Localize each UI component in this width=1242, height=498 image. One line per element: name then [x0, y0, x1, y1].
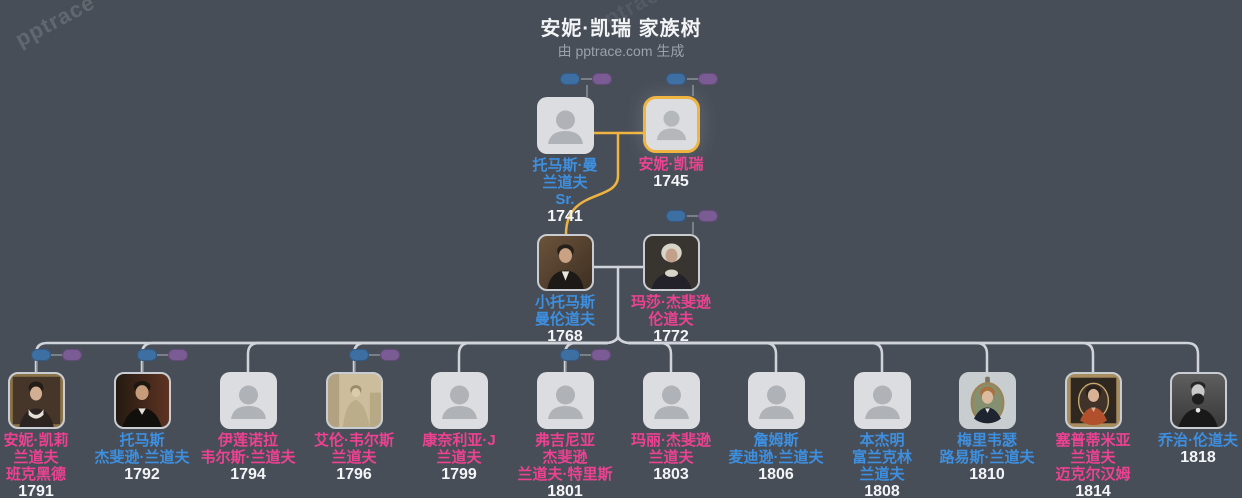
avatar-placeholder-highlighted[interactable]: [642, 96, 700, 153]
person-name: 玛莎·杰斐逊伦道夫: [631, 294, 711, 328]
person-node-george-randolph[interactable]: 乔治·伦道夫 1818: [1128, 372, 1242, 466]
person-node-virginia-jefferson-randolph-trist[interactable]: 弗吉尼亚杰斐逊兰道夫·特里斯 1801: [495, 372, 635, 498]
portrait-woman-1814: [1066, 374, 1120, 427]
portrait-photo[interactable]: [642, 234, 700, 291]
person-node-thomas-jefferson-randolph[interactable]: 托马斯杰斐逊·兰道夫 1792: [72, 372, 212, 483]
birth-year: 1772: [653, 328, 689, 345]
person-node-martha-jefferson-randolph[interactable]: 玛莎·杰斐逊伦道夫 1772: [601, 234, 741, 345]
pill-connectors: [36, 78, 698, 372]
portrait-man-1810-miniature: [960, 374, 1014, 427]
collapsed-father-pill[interactable]: [137, 349, 157, 361]
portrait-photo[interactable]: [113, 372, 171, 429]
collapsed-father-pill[interactable]: [31, 349, 51, 361]
avatar-placeholder[interactable]: [430, 372, 488, 429]
person-node-septimia-randolph-meikleham[interactable]: 塞普蒂米亚兰道夫迈克尔汉姆 1814: [1023, 372, 1163, 498]
birth-year: 1796: [336, 466, 372, 483]
avatar-placeholder[interactable]: [536, 97, 594, 154]
birth-year: 1741: [547, 208, 583, 225]
person-silhouette-icon: [441, 385, 477, 419]
collapsed-father-pill[interactable]: [349, 349, 369, 361]
birth-year: 1808: [864, 483, 900, 498]
person-node-meriwether-lewis-randolph[interactable]: 梅里韦瑟路易斯·兰道夫 1810: [917, 372, 1057, 483]
person-silhouette-icon: [547, 385, 583, 419]
collapsed-mother-pill[interactable]: [698, 73, 718, 85]
collapsed-mother-pill[interactable]: [698, 210, 718, 222]
portrait-photo[interactable]: [7, 372, 65, 429]
person-silhouette-icon: [547, 110, 583, 144]
collapsed-mother-pill[interactable]: [380, 349, 400, 361]
person-node-thomas-mann-randolph-jr[interactable]: 小托马斯曼伦道夫 1768: [495, 234, 635, 345]
person-node-eleonora-wayles-randolph[interactable]: 伊莲诺拉韦尔斯·兰道夫 1794: [178, 372, 318, 483]
birth-year: 1818: [1180, 449, 1216, 466]
portrait-photo[interactable]: [325, 372, 383, 429]
person-node-anne-cary-randolph-bankhead[interactable]: 安妮·凯莉兰道夫班克黑德 1791: [0, 372, 106, 498]
avatar-placeholder[interactable]: [747, 372, 805, 429]
person-silhouette-icon: [864, 385, 900, 419]
collapsed-father-pill[interactable]: [666, 210, 686, 222]
collapsed-mother-pill[interactable]: [592, 73, 612, 85]
collapsed-mother-pill[interactable]: [591, 349, 611, 361]
person-name: 安妮·凯莉兰道夫班克黑德: [3, 432, 69, 483]
collapsed-mother-pill[interactable]: [168, 349, 188, 361]
person-name: 小托马斯曼伦道夫: [534, 294, 595, 328]
portrait-man-1768: [538, 236, 592, 289]
person-name: 托马斯杰斐逊·兰道夫: [94, 432, 190, 466]
birth-year: 1806: [758, 466, 794, 483]
person-silhouette-icon: [230, 385, 266, 419]
person-node-ellen-wayles-randolph[interactable]: 艾伦·韦尔斯兰道夫 1796: [284, 372, 424, 483]
marriage-line-gen2: [592, 265, 645, 341]
person-name: 梅里韦瑟路易斯·兰道夫: [939, 432, 1035, 466]
portrait-photo[interactable]: [1064, 372, 1122, 429]
person-name: 弗吉尼亚杰斐逊兰道夫·特里斯: [517, 432, 613, 483]
person-name: 本杰明富兰克林兰道夫: [851, 432, 912, 483]
portrait-photo[interactable]: [536, 234, 594, 291]
birth-year: 1810: [969, 466, 1005, 483]
collapsed-father-pill[interactable]: [560, 73, 580, 85]
portrait-woman-1796-sepia: [327, 374, 381, 427]
person-silhouette-icon: [656, 110, 686, 141]
person-node-benjamin-franklin-randolph[interactable]: 本杰明富兰克林兰道夫 1808: [812, 372, 952, 498]
birth-year: 1792: [124, 466, 160, 483]
person-name: 塞普蒂米亚兰道夫迈克尔汉姆: [1055, 432, 1131, 483]
collapsed-father-pill[interactable]: [560, 349, 580, 361]
portrait-photo[interactable]: [1169, 372, 1227, 429]
portrait-woman-1772: [644, 236, 698, 289]
birth-year: 1803: [653, 466, 689, 483]
portrait-man-1818-bw: [1171, 374, 1225, 427]
portrait-man-1792: [115, 374, 169, 427]
person-name: 艾伦·韦尔斯兰道夫: [314, 432, 394, 466]
person-name: 詹姆斯麦迪逊·兰道夫: [728, 432, 824, 466]
birth-year: 1768: [547, 328, 583, 345]
birth-year: 1745: [653, 173, 689, 190]
person-silhouette-icon: [758, 385, 794, 419]
person-node-james-madison-randolph[interactable]: 詹姆斯麦迪逊·兰道夫 1806: [706, 372, 846, 483]
collapsed-mother-pill[interactable]: [62, 349, 82, 361]
page-title: 安妮·凯瑞 家族树: [540, 18, 702, 40]
page-subtitle: 由 pptrace.com 生成: [557, 43, 685, 59]
birth-year: 1794: [230, 466, 266, 483]
person-node-mary-jefferson-randolph[interactable]: 玛丽·杰斐逊兰道夫 1803: [601, 372, 741, 483]
birth-year: 1801: [547, 483, 583, 498]
avatar-placeholder[interactable]: [853, 372, 911, 429]
person-name: 玛丽·杰斐逊兰道夫: [631, 432, 711, 466]
person-name: 安妮·凯瑞: [638, 156, 704, 173]
birth-year: 1799: [441, 466, 477, 483]
avatar-placeholder[interactable]: [536, 372, 594, 429]
person-node-anne-cary[interactable]: 安妮·凯瑞 1745: [601, 96, 741, 190]
portrait-photo[interactable]: [958, 372, 1016, 429]
person-name: 乔治·伦道夫: [1158, 432, 1238, 449]
portrait-woman-1791: [9, 374, 63, 427]
avatar-placeholder[interactable]: [219, 372, 277, 429]
collapsed-father-pill[interactable]: [666, 73, 686, 85]
birth-year: 1814: [1075, 483, 1111, 498]
person-silhouette-icon: [653, 385, 689, 419]
marriage-line-gen1: [564, 131, 645, 236]
avatar-placeholder[interactable]: [642, 372, 700, 429]
person-name: 伊莲诺拉韦尔斯·兰道夫: [200, 432, 296, 466]
birth-year: 1791: [18, 483, 54, 498]
